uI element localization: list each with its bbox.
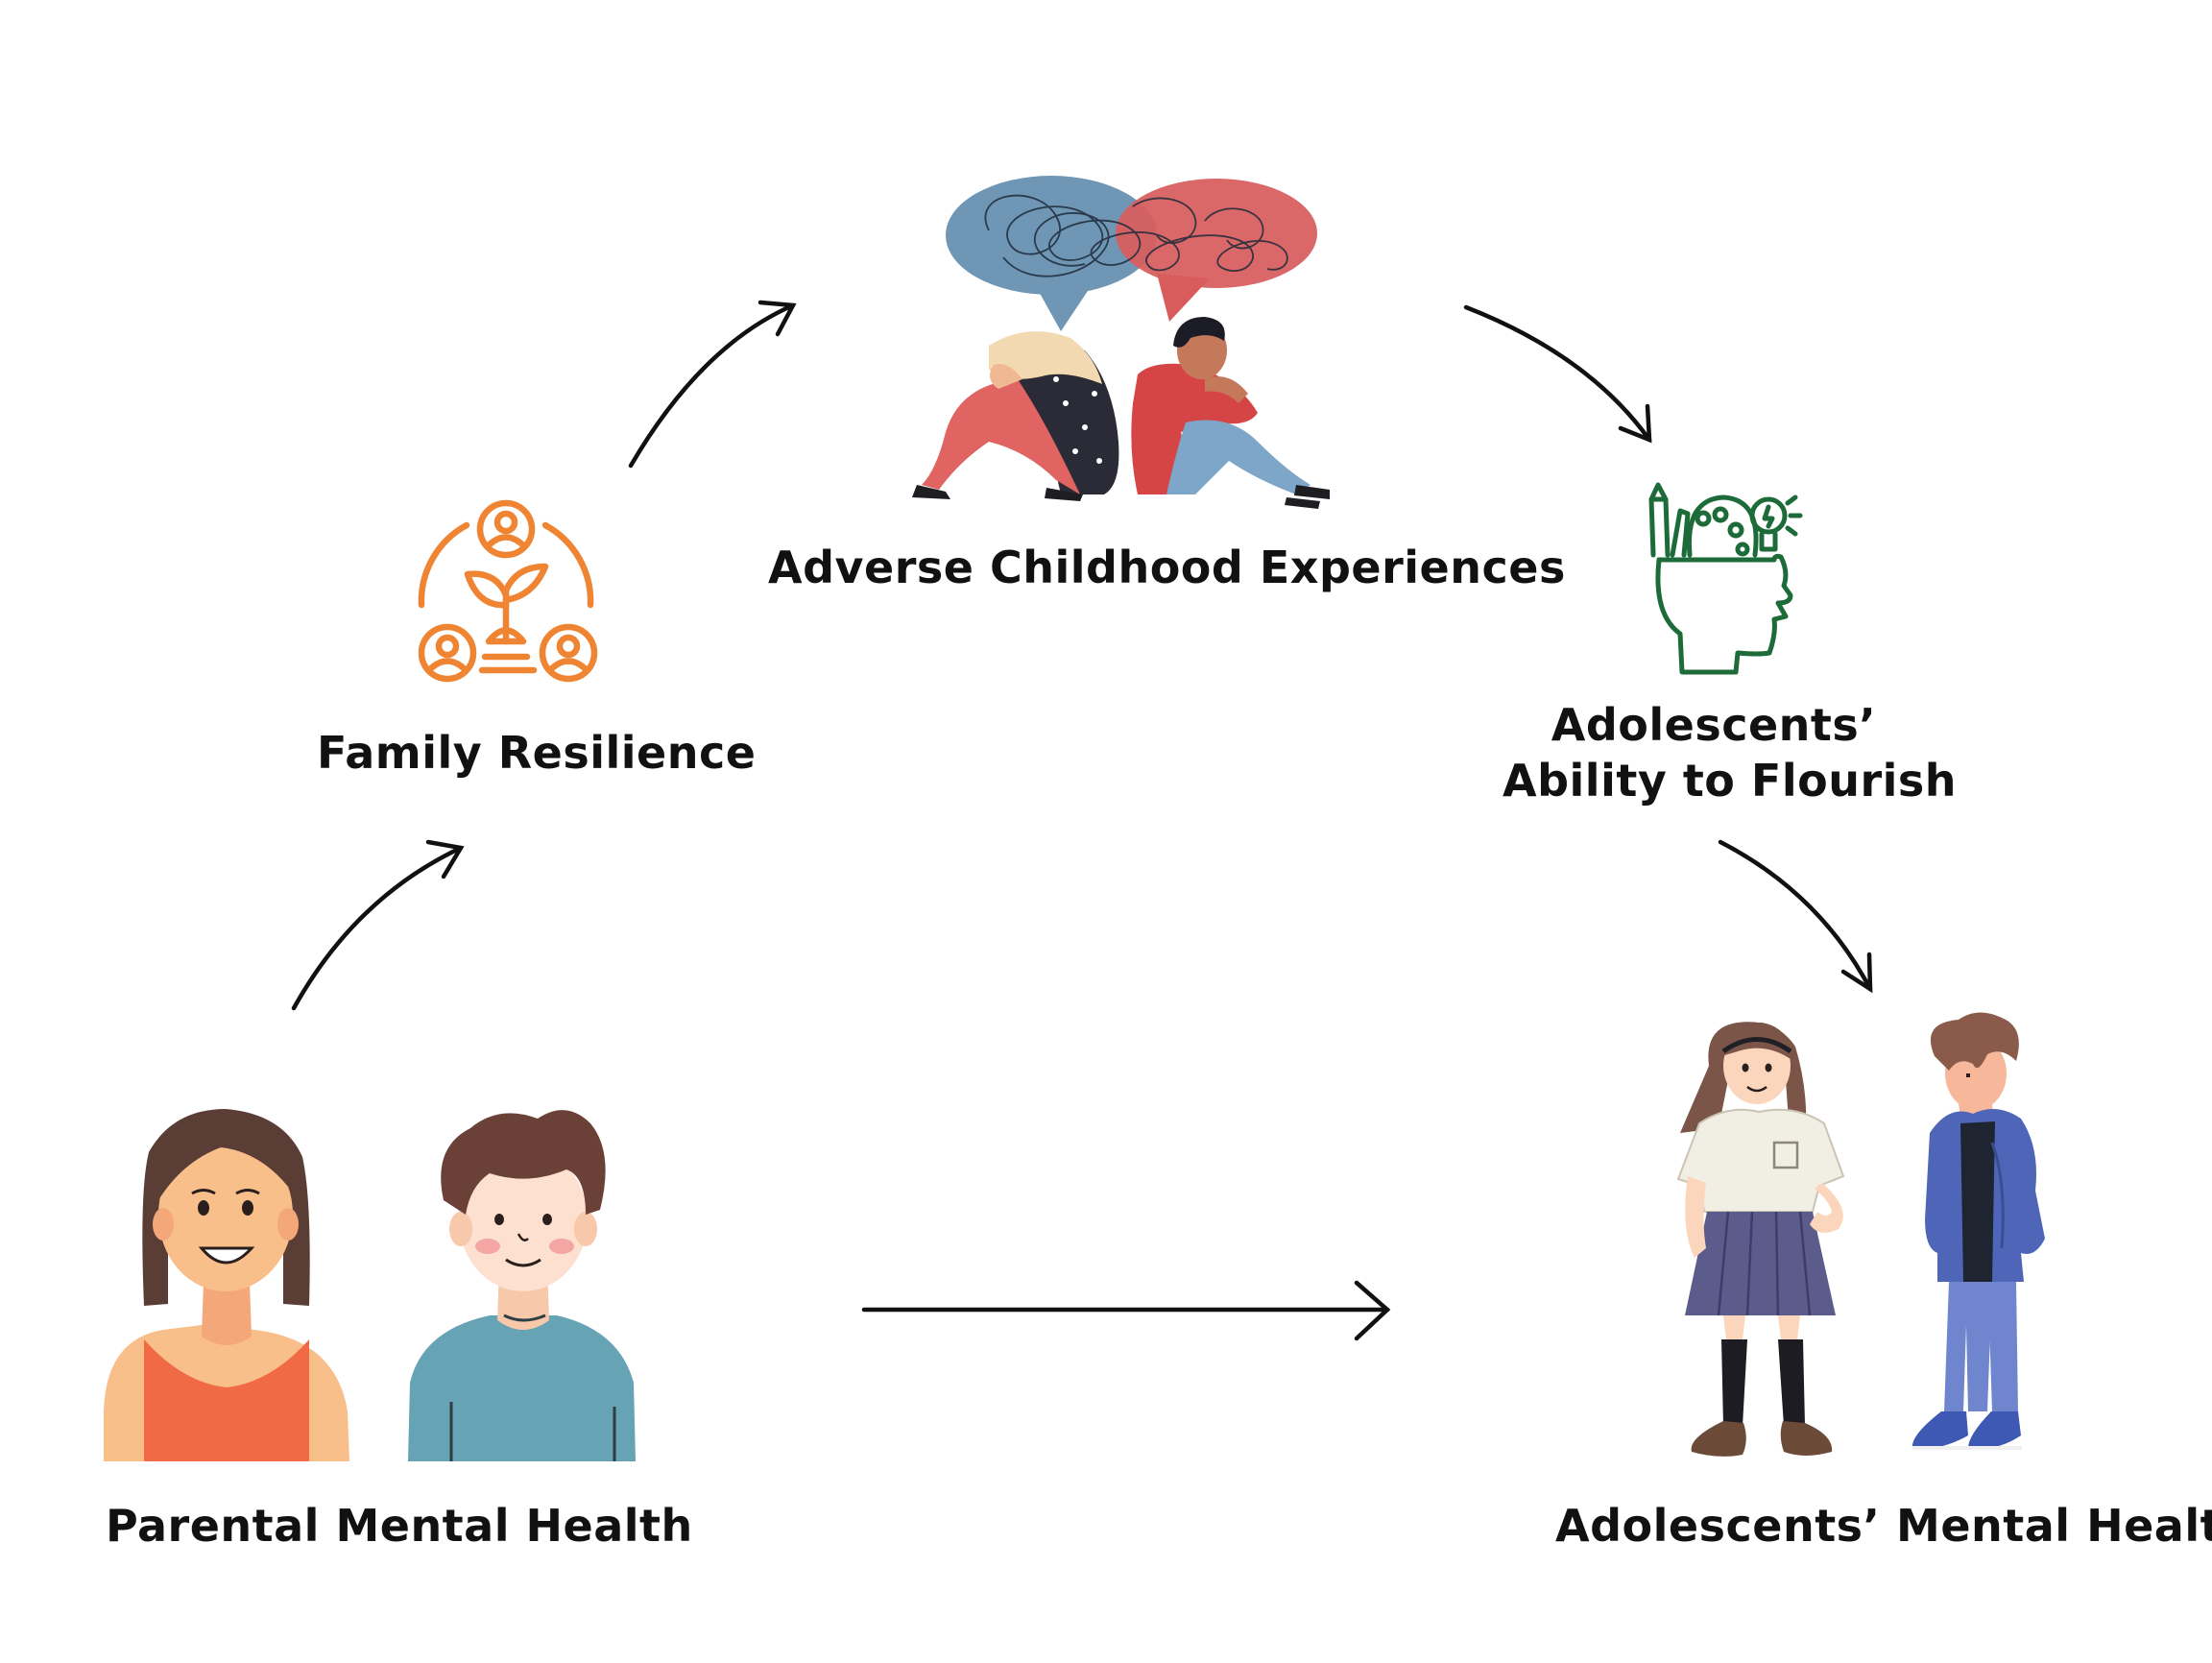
father-figure	[408, 1110, 636, 1461]
arrow-resilience-to-ace	[628, 302, 796, 469]
thought-bubble-red	[1116, 179, 1317, 322]
arrowhead-2	[757, 300, 797, 337]
sad-man-figure	[1131, 317, 1330, 509]
arrowhead-5	[1354, 1280, 1391, 1341]
label-adverse-childhood-experiences: Adverse Childhood Experiences	[768, 542, 1566, 593]
girl-figure	[1676, 1022, 1845, 1457]
label-parental-mental-health: Parental Mental Health	[106, 1500, 693, 1552]
label-family-resilience: Family Resilience	[317, 727, 757, 779]
mother-figure	[104, 1109, 349, 1461]
boy-figure	[1911, 1012, 2045, 1450]
label-adolescents-ability-to-flourish: Adolescents’ Ability to Flourish	[1503, 697, 1958, 808]
head-ideas-icon	[1648, 482, 1803, 675]
label-flourish-line1: Adolescents’	[1551, 699, 1877, 751]
arrowhead-4	[1840, 952, 1873, 994]
label-flourish-line2: Ability to Flourish	[1503, 755, 1958, 807]
arrowhead-3	[1618, 403, 1652, 444]
arrow-flourish-to-adolescent-mh	[1718, 839, 1873, 992]
teenagers-illustration	[1676, 1012, 2045, 1457]
parents-illustration	[104, 1109, 636, 1461]
sad-sitting-people-illustration	[912, 176, 1330, 509]
tangled-scribble	[984, 194, 1288, 277]
family-resilience-icon	[418, 499, 598, 683]
arrow-ace-to-flourish	[1463, 304, 1652, 443]
sad-woman-figure	[912, 331, 1119, 501]
arrowhead-1	[425, 839, 465, 880]
arrow-parental-to-resilience	[291, 845, 464, 1011]
label-adolescents-mental-health: Adolescents’ Mental Health	[1555, 1500, 2212, 1552]
